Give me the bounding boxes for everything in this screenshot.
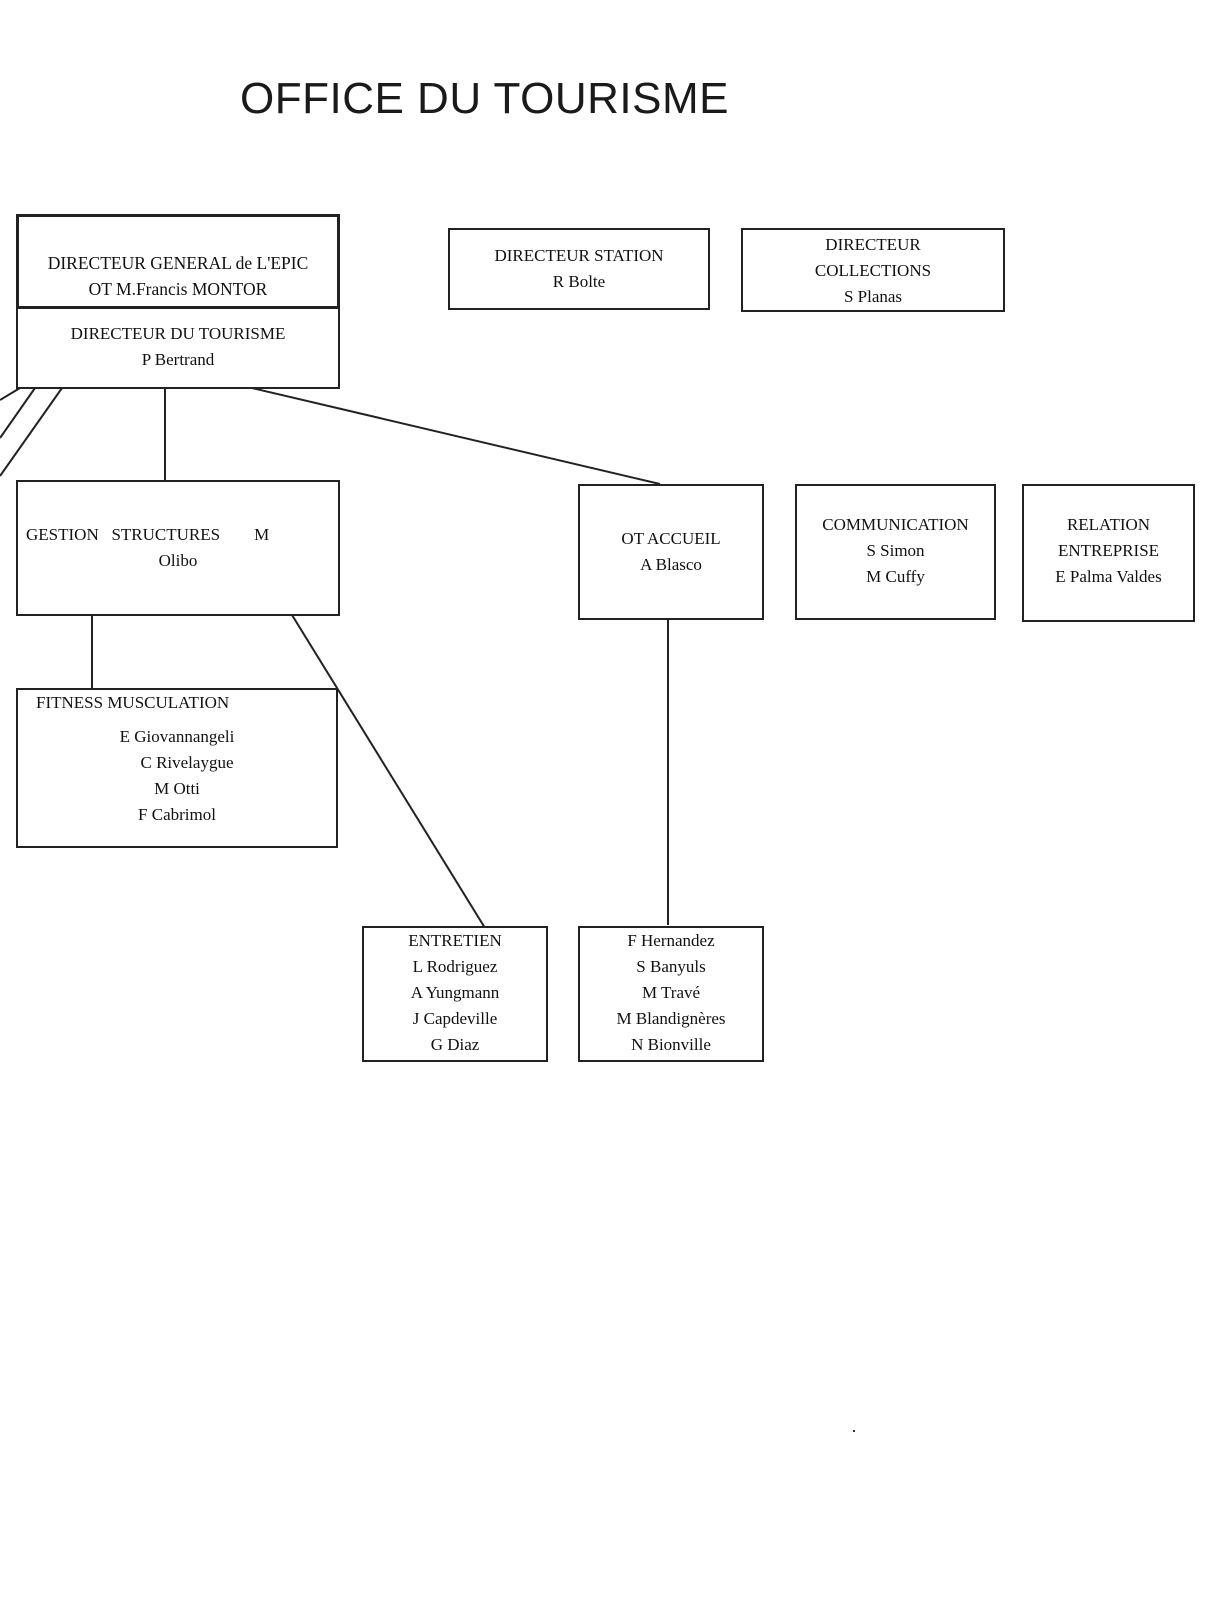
- directeur-collections-title: DIRECTEUR: [825, 235, 921, 254]
- relation-entreprise-title-2: ENTREPRISE: [1057, 541, 1160, 560]
- directeur-general-box: DIRECTEUR GENERAL de L'EPIC OT M.Francis…: [16, 214, 340, 309]
- accueil-staff-name-1: F Hernandez: [627, 931, 715, 950]
- accueil-staff-name-3: M Travé: [641, 983, 701, 1002]
- entretien-name-2: A Yungmann: [410, 983, 500, 1002]
- fitness-name-1: E Giovannangeli: [119, 727, 235, 746]
- fitness-name-4: F Cabrimol: [138, 805, 216, 824]
- line-tourisme-to-accueil: [251, 387, 661, 485]
- fitness-musculation-title: FITNESS MUSCULATION: [36, 693, 230, 712]
- accueil-staff-name-4: M Blandignères: [616, 1009, 726, 1028]
- communication-box: COMMUNICATION S Simon M Cuffy: [795, 484, 996, 620]
- line-tourisme-offpage-3: [0, 387, 63, 477]
- ot-accueil-name: A Blasco: [640, 555, 702, 574]
- directeur-general-name: OT M.Francis MONTOR: [88, 279, 268, 299]
- fitness-name-3: M Otti: [154, 779, 200, 798]
- line-gestion-to-entretien: [291, 614, 486, 929]
- directeur-collections-name: S Planas: [843, 287, 903, 306]
- accueil-staff-name-2: S Banyuls: [636, 957, 706, 976]
- accueil-staff-box: F Hernandez S Banyuls M Travé M Blandign…: [578, 926, 764, 1062]
- directeur-collections-box: DIRECTEUR COLLECTIONS S Planas: [741, 228, 1005, 312]
- directeur-station-title: DIRECTEUR STATION: [494, 246, 664, 265]
- gestion-structures-title: GESTION STRUCTURES M: [26, 525, 270, 544]
- directeur-station-name: R Bolte: [552, 272, 606, 291]
- communication-name-2: M Cuffy: [866, 567, 925, 586]
- relation-entreprise-box: RELATION ENTREPRISE E Palma Valdes: [1022, 484, 1195, 622]
- directeur-collections-title-2: COLLECTIONS: [814, 261, 932, 280]
- entretien-name-3: J Capdeville: [412, 1009, 498, 1028]
- entretien-name-1: L Rodriguez: [412, 957, 498, 976]
- directeur-station-box: DIRECTEUR STATION R Bolte: [448, 228, 710, 310]
- directeur-tourisme-name: P Bertrand: [141, 350, 215, 369]
- directeur-tourisme-title: DIRECTEUR DU TOURISME: [70, 324, 286, 343]
- relation-entreprise-title: RELATION: [1066, 515, 1151, 534]
- relation-entreprise-name: E Palma Valdes: [1055, 567, 1162, 586]
- entretien-box: ENTRETIEN L Rodriguez A Yungmann J Capde…: [362, 926, 548, 1062]
- stray-dot: [853, 1430, 855, 1432]
- line-tourisme-offpage-2: [0, 387, 36, 439]
- directeur-general-title: DIRECTEUR GENERAL de L'EPIC: [47, 253, 309, 273]
- ot-accueil-box: OT ACCUEIL A Blasco: [578, 484, 764, 620]
- gestion-structures-name: Olibo: [158, 551, 198, 570]
- directeur-tourisme-box: DIRECTEUR DU TOURISME P Bertrand: [16, 307, 340, 389]
- entretien-title: ENTRETIEN: [408, 931, 502, 950]
- entretien-name-4: G Diaz: [430, 1035, 480, 1054]
- ot-accueil-title: OT ACCUEIL: [621, 529, 721, 548]
- communication-title: COMMUNICATION: [822, 515, 969, 534]
- line-tourisme-offpage-1: [0, 387, 21, 401]
- fitness-name-2: C Rivelaygue: [140, 753, 234, 772]
- gestion-structures-box: GESTION STRUCTURES M Olibo: [16, 480, 340, 616]
- accueil-staff-name-5: N Bionville: [631, 1035, 711, 1054]
- fitness-musculation-box: FITNESS MUSCULATION E Giovannangeli C Ri…: [16, 688, 338, 848]
- chart-title: OFFICE DU TOURISME: [240, 74, 729, 123]
- communication-name-1: S Simon: [866, 541, 925, 560]
